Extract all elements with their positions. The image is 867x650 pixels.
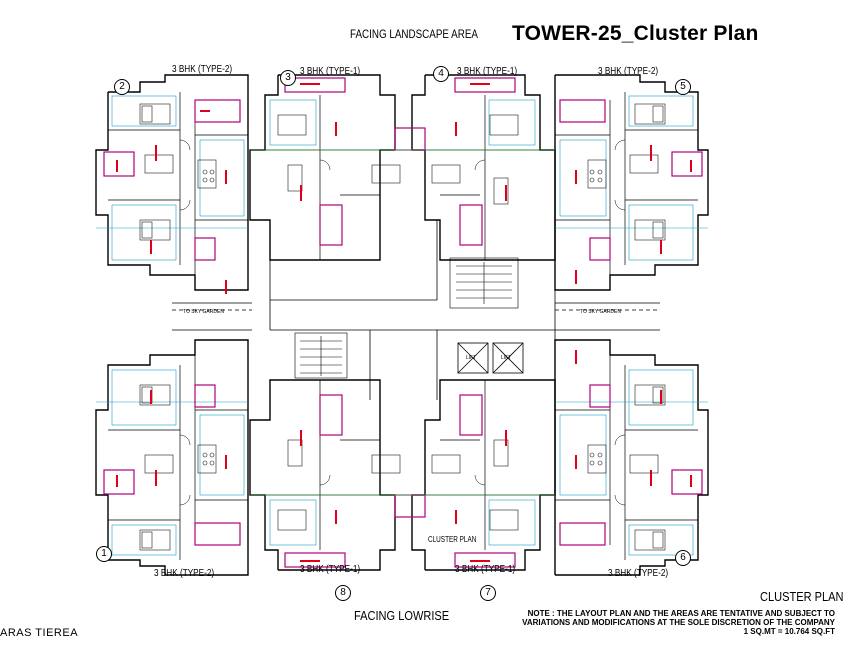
cluster-plan-tag: CLUSTER PLAN	[428, 535, 477, 544]
unit-number-6: 6	[675, 550, 691, 566]
door-swings	[179, 139, 626, 506]
unit-type-top-inner-right: 3 BHK (TYPE-1)	[457, 66, 518, 77]
cluster-plan-heading: CLUSTER PLAN	[760, 589, 844, 604]
unit-type-bottom-inner-left: 3 BHK (TYPE-1)	[300, 564, 361, 575]
top-facing-label: FACING LANDSCAPE AREA	[350, 27, 478, 41]
lift-shafts	[457, 342, 524, 374]
unit-number-3: 3	[280, 70, 296, 86]
unit-type-top-left: 3 BHK (TYPE-2)	[172, 64, 233, 75]
staircase-bottom	[294, 332, 348, 379]
lift-label-right: LIFT	[501, 355, 512, 361]
unit-number-5: 5	[675, 79, 691, 95]
note-line-3: 1 SQ.MT = 10.764 SQ.FT	[743, 627, 835, 636]
room-partitions	[108, 92, 698, 560]
unit-number-8: 8	[335, 585, 351, 601]
unit-type-top-inner-left: 3 BHK (TYPE-1)	[300, 66, 361, 77]
bottom-facing-label: FACING LOWRISE	[354, 608, 450, 623]
corridor-label-left: TO SKY GARDEN	[183, 309, 224, 315]
unit-type-bottom-left: 3 BHK (TYPE-2)	[154, 568, 215, 579]
unit-number-4: 4	[433, 66, 449, 82]
unit-type-bottom-inner-right: 3 BHK (TYPE-1)	[455, 564, 516, 575]
unit-type-bottom-right: 3 BHK (TYPE-2)	[608, 568, 669, 579]
disclaimer-note: NOTE : THE LAYOUT PLAN AND THE AREAS ARE…	[522, 609, 835, 636]
balconies	[103, 77, 703, 568]
note-line-1: NOTE : THE LAYOUT PLAN AND THE AREAS ARE…	[527, 609, 835, 618]
unit-type-top-right: 3 BHK (TYPE-2)	[598, 66, 659, 77]
corridor-label-right: TO SKY GARDEN	[580, 309, 621, 315]
staircase-top	[449, 257, 519, 309]
unit-number-1: 1	[96, 546, 112, 562]
note-line-2: VARIATIONS AND MODIFICATIONS AT THE SOLE…	[522, 618, 835, 627]
dimension-text-marks	[116, 83, 692, 562]
wing-walls	[95, 74, 709, 576]
plan-title: TOWER-25_Cluster Plan	[512, 22, 759, 45]
brand-name: ARAS TIEREA	[0, 627, 79, 639]
lift-label-left: LIFT	[466, 355, 477, 361]
furniture	[139, 103, 666, 551]
unit-number-2: 2	[114, 79, 130, 95]
room-outlines	[96, 95, 708, 556]
unit-number-7: 7	[480, 585, 496, 601]
guide-lines	[250, 149, 555, 496]
